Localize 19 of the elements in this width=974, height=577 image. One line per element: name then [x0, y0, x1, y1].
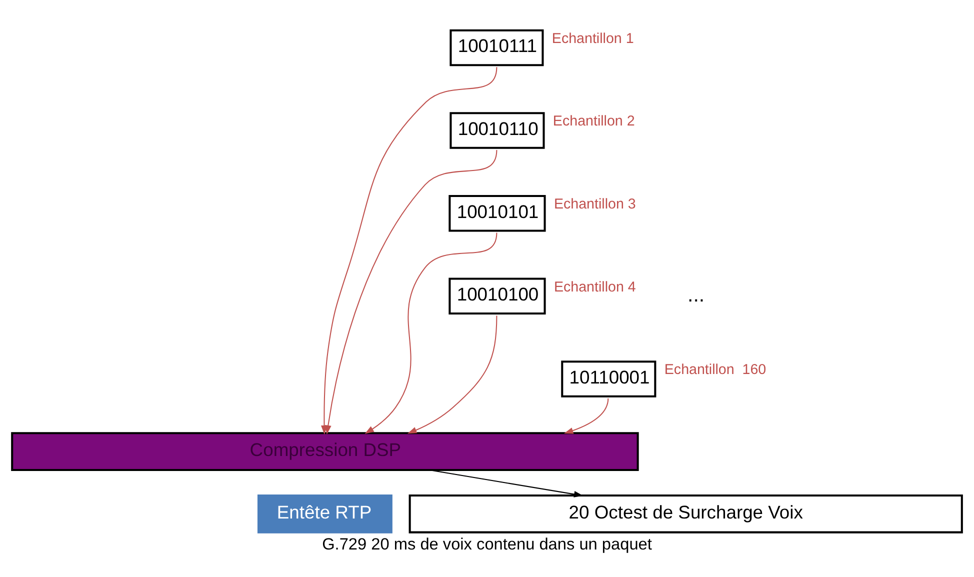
node-box: 20 Octest de Surcharge Voix: [408, 494, 963, 533]
arrow: [364, 232, 498, 434]
node-box: 10010110: [450, 112, 545, 148]
node-label: Echantillon 4: [554, 278, 636, 295]
arrow: [564, 398, 609, 434]
node-label: Echantillon 160: [664, 362, 766, 378]
node-box: Entête RTP: [257, 494, 392, 533]
node-label: Echantillon 2: [552, 113, 635, 130]
node-box: Compression DSP: [11, 432, 639, 470]
arrow: [324, 149, 498, 434]
node-box: 10010100: [448, 277, 546, 314]
arrow: [407, 315, 498, 434]
node-box: 10010111: [450, 28, 544, 66]
caption: G.729 20 ms de voix contenu dans un paquet: [322, 535, 652, 554]
node-label: Echantillon 1: [552, 30, 634, 46]
node-box: 10010101: [448, 194, 546, 232]
node-label: Echantillon 3: [554, 196, 636, 212]
node-box: 10110001: [561, 360, 656, 397]
label: ...: [688, 282, 705, 306]
